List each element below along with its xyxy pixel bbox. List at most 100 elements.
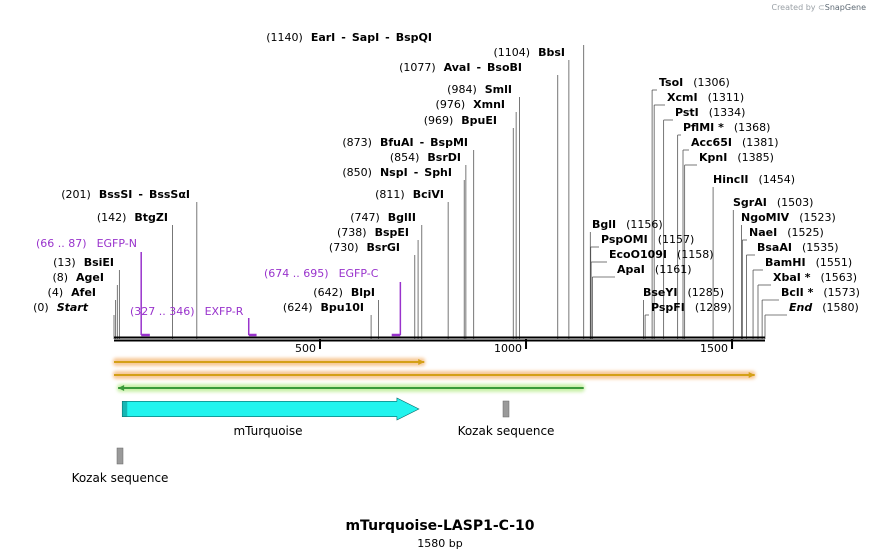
site-name: BtgZI: [134, 211, 168, 224]
feature-label-kozak-sequence: Kozak sequence: [72, 471, 169, 485]
site-label-xcmi: XcmI(1311): [667, 91, 744, 104]
site-position: (4): [48, 286, 64, 299]
site-label-bpu10i: (624) Bpu10I: [283, 301, 364, 314]
site-position: (642): [313, 286, 343, 299]
site-position: (1104): [494, 46, 531, 59]
site-position: (0): [33, 301, 49, 314]
feature-label-kozak-sequence: Kozak sequence: [458, 424, 555, 438]
site-name: BsaAI: [757, 241, 792, 254]
site-position: (747): [350, 211, 380, 224]
site-label-agei: (8)AgeI: [52, 271, 104, 284]
site-label-bsaai: BsaAI (1535): [757, 241, 839, 254]
site-name: EcoO109I: [609, 248, 667, 261]
orf-arrowhead-icon: [748, 372, 755, 378]
site-position: (1385): [737, 151, 774, 164]
site-label-pspfi: PspFI(1289): [651, 301, 731, 314]
site-name: EarI: [311, 31, 335, 44]
site-name: BseYI: [643, 286, 677, 299]
site-label-end: End (1580): [789, 301, 859, 314]
site-position: (8): [52, 271, 68, 284]
site-position: (976): [436, 98, 466, 111]
site-name: NgoMIV: [741, 211, 790, 224]
site-name: AvaI: [444, 61, 471, 74]
site-label-pspomi: PspOMI (1157): [601, 233, 694, 246]
site-name: BsiEI: [84, 256, 114, 269]
site-name: SgrAI: [733, 196, 767, 209]
site-name: BsrDI: [427, 151, 461, 164]
site-name: End: [789, 301, 812, 314]
site-label-blpi: (642) BlpI: [313, 286, 375, 299]
site-name-extra: BspMI: [430, 136, 468, 149]
site-name: Bpu10I: [321, 301, 365, 314]
site-name: NspI: [380, 166, 408, 179]
site-separator: -: [414, 166, 419, 179]
site-label-bcivi: (811)BciVI: [375, 188, 444, 201]
site-position: (1503): [777, 196, 814, 209]
site-name: PspOMI: [601, 233, 648, 246]
feature-kozak-sequence-box: [116, 447, 124, 465]
site-name: XmnI: [473, 98, 505, 111]
feature-kozak-sequence-box: [502, 400, 510, 418]
site-name: XcmI: [667, 91, 698, 104]
site-name: Start: [57, 301, 89, 314]
site-label-ngomiv: NgoMIV (1523): [741, 211, 836, 224]
site-position: (1161): [655, 263, 692, 276]
site-position: (13): [53, 256, 76, 269]
site-position: (854): [390, 151, 420, 164]
site-label-bsiei: (13) BsiEI: [53, 256, 114, 269]
site-label-kpni: KpnI(1385): [699, 151, 774, 164]
site-label-psti: PstI (1334): [675, 106, 745, 119]
site-name-extra: SapI: [352, 31, 379, 44]
site-position: (624): [283, 301, 313, 314]
site-label-bamhi: BamHI (1551): [765, 256, 852, 269]
site-label-eari: (1140)EarI-SapI-BspQI: [266, 31, 432, 44]
site-label-bglii: (747)BglII: [350, 211, 416, 224]
site-name: BciVI: [413, 188, 444, 201]
site-label-xbai: XbaI *(1563): [773, 271, 857, 284]
site-label-bcli: BclI *(1573): [781, 286, 860, 299]
site-name: BglI: [592, 218, 616, 231]
ruler-tick-label: 1500: [700, 342, 728, 355]
site-position: (1523): [799, 211, 836, 224]
primer-range: (327 .. 346): [130, 305, 195, 318]
site-position: (873): [342, 136, 372, 149]
site-name: BbsI: [538, 46, 565, 59]
site-lines: [113, 45, 787, 339]
primer-range: (66 .. 87): [36, 237, 87, 250]
site-label-bspei: (738)BspEI: [337, 226, 409, 239]
site-label-afei: (4)AfeI: [48, 286, 96, 299]
primer-name: EGFP-C: [339, 267, 379, 280]
site-position: (1535): [802, 241, 839, 254]
site-label-bbsi: (1104) BbsI: [494, 46, 565, 59]
primer-range: (674 .. 695): [264, 267, 329, 280]
site-name: PstI: [675, 106, 699, 119]
site-position: (1140): [266, 31, 303, 44]
site-position: (142): [97, 211, 127, 224]
site-position: (1381): [742, 136, 779, 149]
feature-label-mturquoise: mTurquoise: [233, 424, 302, 438]
site-label-bsrdi: (854) BsrDI: [390, 151, 461, 164]
site-label-bsrgi: (730)BsrGI: [329, 241, 400, 254]
site-position: (1580): [822, 301, 859, 314]
site-position: (969): [424, 114, 454, 127]
site-position: (1285): [687, 286, 724, 299]
site-position: (850): [342, 166, 372, 179]
site-label-nspi: (850) NspI-SphI: [342, 166, 452, 179]
site-position: (1306): [693, 76, 730, 89]
site-position: (1334): [709, 106, 746, 119]
site-position: (1289): [695, 301, 732, 314]
site-label-sgrai: SgrAI (1503): [733, 196, 813, 209]
site-position: (1551): [816, 256, 853, 269]
site-label-naei: NaeI(1525): [749, 226, 824, 239]
site-name-extra: BsoBI: [487, 61, 522, 74]
site-name: BlpI: [351, 286, 375, 299]
site-name-extra: SphI: [424, 166, 452, 179]
site-name: BamHI: [765, 256, 806, 269]
site-position: (1157): [658, 233, 695, 246]
site-position: (730): [329, 241, 359, 254]
site-position: (1077): [399, 61, 436, 74]
site-position: (1525): [787, 226, 824, 239]
site-separator: -: [476, 61, 481, 74]
